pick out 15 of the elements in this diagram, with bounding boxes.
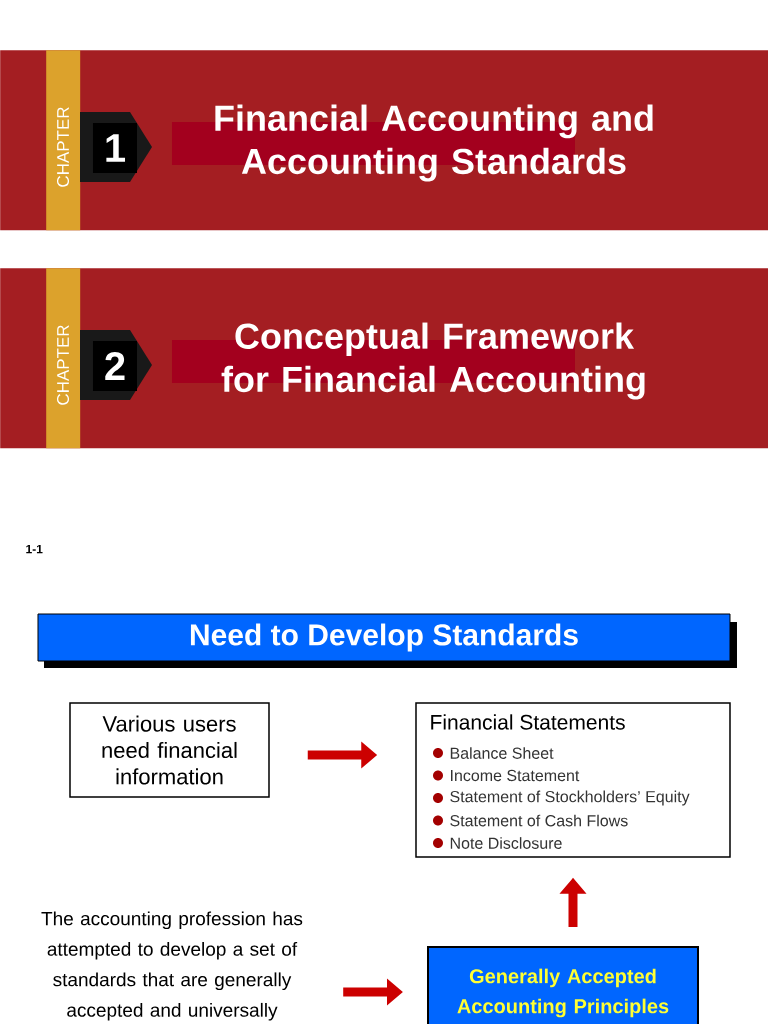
list-item: Statement of Stockholders’ Equity <box>450 790 690 806</box>
chapter-number-badge: 1 <box>80 112 152 182</box>
list-item: Statement of Cash Flows <box>450 814 628 827</box>
chapter-tab: CHAPTER <box>46 268 81 449</box>
title-bar: Need to Develop Standards <box>37 613 737 668</box>
text-box: Various users need financial information <box>69 702 270 798</box>
list-item: Balance Sheet <box>450 747 554 759</box>
list-box: Financial Statements Balance Sheet Income Statement Statement of Stockholders’ Equity Statement of Cash Flows Note Disclosure <box>415 702 731 858</box>
chapter-tab: CHAPTER <box>46 50 81 231</box>
page-number: 1-1 <box>26 544 43 554</box>
list-item: Income Statement <box>451 769 580 782</box>
principles-box: Generally Accepted Accounting Principles <box>427 946 699 1024</box>
chapter-number-badge: 2 <box>80 330 152 400</box>
description-text: The accounting profession has attempted to develop a set of standards that are generally accepted and universally <box>41 911 303 1021</box>
list-item: Note Disclosure <box>450 837 562 849</box>
